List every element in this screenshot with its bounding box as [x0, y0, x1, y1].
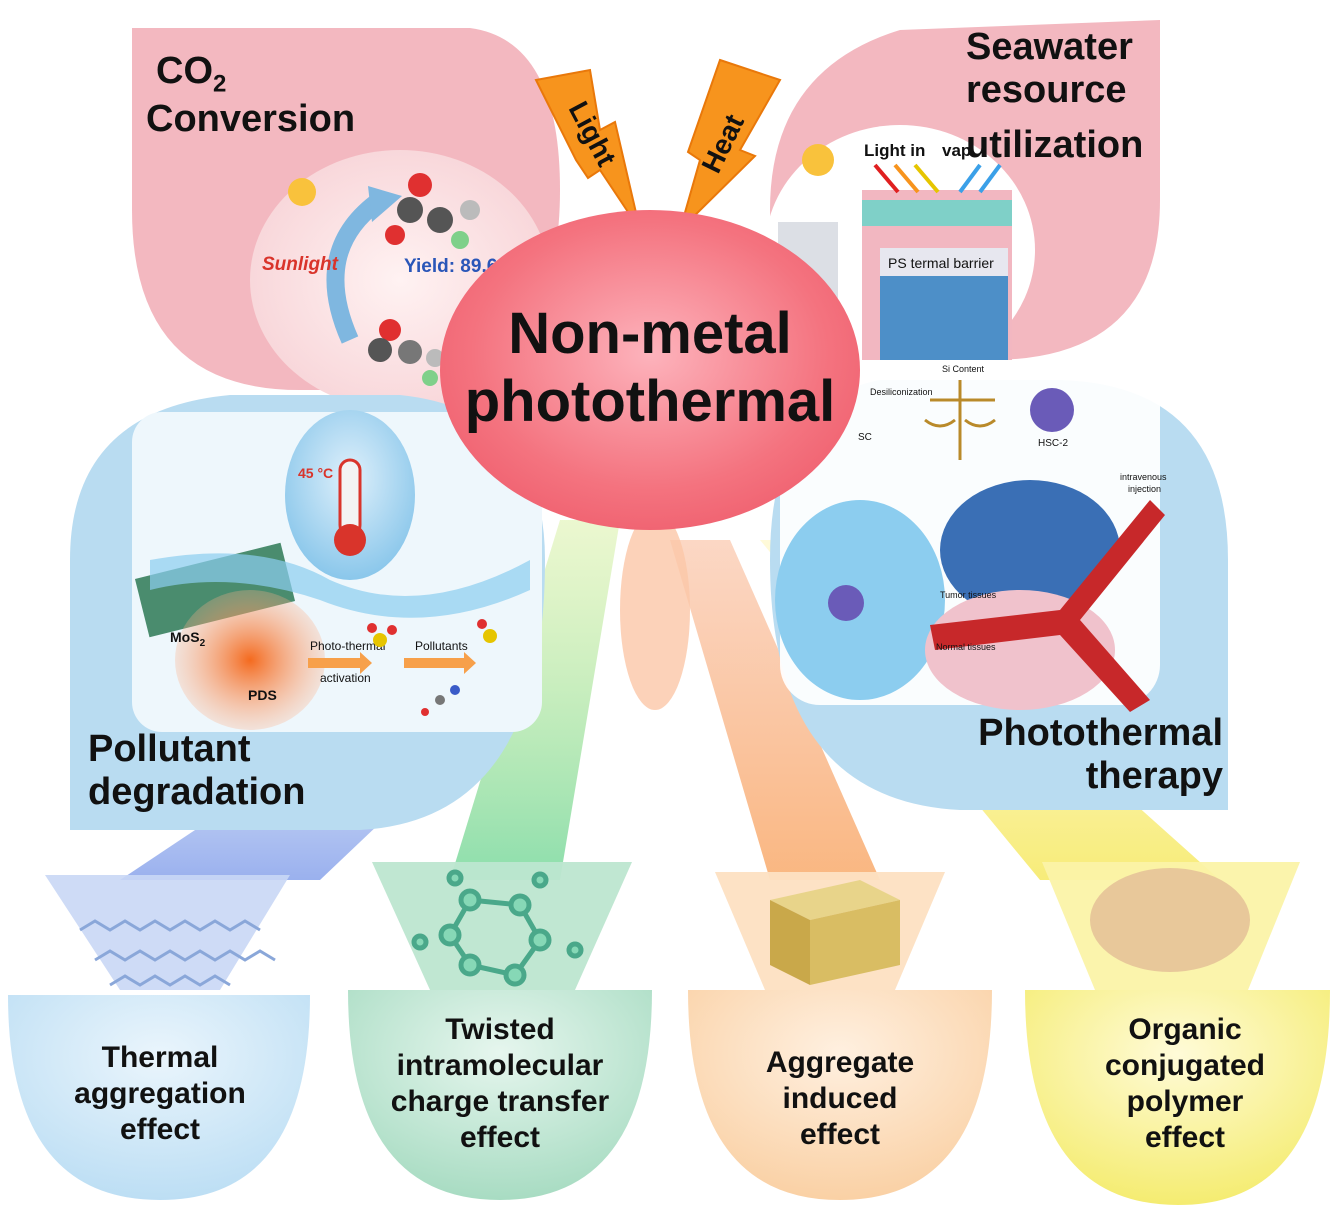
cup-blue — [8, 995, 310, 1200]
therapy-panel: Si Content Desiliconization SC HSC-2 Tum… — [770, 364, 1228, 810]
therapy-title: Photothermal therapy — [958, 712, 1223, 797]
light-in-label: Light in — [864, 141, 925, 160]
curved-arrow-head — [368, 186, 402, 222]
effect-label-line: Twisted — [445, 1013, 555, 1046]
sunlight-label: Sunlight — [262, 254, 339, 275]
nanoparticle-icon — [1030, 388, 1074, 432]
seawater-title-line3: utilization — [966, 124, 1144, 166]
hsc-label: HSC-2 — [1038, 438, 1068, 449]
seawater-title-line1: Seawater — [966, 26, 1133, 68]
molecule-icon — [385, 173, 480, 249]
pollutants-label: Pollutants — [415, 639, 468, 653]
therapy-title-line2: therapy — [1085, 754, 1223, 797]
water-body — [880, 276, 1008, 360]
arrows-icon — [308, 652, 476, 674]
seawater-title: Seawater resource — [966, 26, 1133, 111]
effect-label-line: intramolecular — [396, 1049, 604, 1082]
co2-title: CO2 Conversion — [146, 50, 355, 141]
pds-label: PDS — [248, 687, 277, 703]
pollutant-title: Pollutant degradation — [88, 728, 305, 813]
sun-icon — [802, 144, 834, 176]
effect-label-line: effect — [119, 1113, 201, 1146]
center-glow-tail — [620, 510, 690, 710]
effect-label-line: effect — [799, 1118, 881, 1151]
injection-label-2: injection — [1128, 484, 1161, 494]
effect-label-line: induced — [782, 1082, 898, 1115]
effect-tict — [348, 862, 652, 1200]
effect-label-line: polymer — [1126, 1085, 1244, 1118]
si-label: Si Content — [942, 364, 985, 374]
center-title-line2: photothermal — [464, 369, 836, 435]
effect-label-polymer: Organic conjugated polymer effect — [1055, 1012, 1315, 1156]
effect-label-line: conjugated — [1104, 1049, 1265, 1082]
center-circle — [440, 210, 860, 530]
effect-label-line: effect — [459, 1121, 541, 1154]
tumor-cluster — [940, 480, 1120, 620]
molecule-small-icon — [368, 319, 444, 386]
funnel-green — [372, 862, 632, 990]
cup-green — [348, 990, 652, 1200]
mesh-layer — [862, 200, 1012, 226]
activation-label-2: activation — [320, 671, 371, 685]
heat-arrow-icon — [677, 58, 782, 234]
effect-thermal-aggregation — [8, 875, 310, 1200]
effect-label-line: Organic — [1128, 1013, 1242, 1046]
pollutant-title-line1: Pollutant — [88, 728, 251, 770]
effect-label-line: Thermal — [101, 1041, 219, 1074]
yield-label: Yield: 89.6 — [404, 256, 497, 277]
effect-label-line: effect — [1144, 1121, 1226, 1154]
effect-label-line: charge transfer — [390, 1085, 610, 1118]
co2-title-sub: 2 — [213, 70, 227, 98]
injection-label-1: intravenous — [1120, 472, 1167, 482]
barrier-label: PS termal barrier — [888, 255, 994, 271]
light-arrows-icon — [873, 163, 1002, 194]
pollutant-panel: 45 °C MoS2 PDS Photo-thermal activation … — [70, 395, 545, 830]
vapor-label: vap — [942, 141, 971, 160]
water-wave — [150, 553, 530, 618]
tumor-label: Tumor tissues — [940, 590, 997, 600]
effect-aggregate-induced — [688, 872, 992, 1200]
ring-molecule-icon — [411, 869, 584, 987]
thermal-barrier — [880, 248, 1008, 276]
activation-label-1: Photo-thermal — [310, 639, 385, 653]
effect-organic-polymer — [1025, 862, 1330, 1205]
nanoparticle-small-icon — [828, 585, 864, 621]
sc-label: SC — [858, 432, 872, 443]
molecule-icon — [367, 619, 497, 716]
graphene-icon — [79, 919, 276, 987]
sun-icon — [288, 178, 316, 206]
effect-label-thermal: Thermal aggregation effect — [30, 1040, 290, 1148]
mos2-label: MoS2 — [170, 629, 206, 649]
pollutant-title-line2: degradation — [88, 770, 306, 813]
cube-lattice-icon — [770, 880, 900, 985]
co2-title-line2: Conversion — [146, 98, 356, 141]
co2-title-line1: CO — [156, 50, 213, 92]
curved-arrow-icon — [326, 192, 386, 344]
effect-label-line: aggregation — [74, 1077, 246, 1110]
normal-label: Normal tissues — [936, 642, 996, 652]
blood-vessel — [930, 500, 1165, 712]
center-title-line1: Non-metal — [508, 301, 792, 366]
cup-peach — [688, 990, 992, 1200]
cup-yellow — [1025, 990, 1330, 1205]
polymer-fiber-icon — [1090, 868, 1250, 972]
funnel-blue — [45, 875, 290, 990]
center-title: Non-metal photothermal — [440, 300, 860, 437]
beam-orange — [670, 540, 880, 880]
thermometer-bulb — [334, 524, 366, 556]
effect-label-tict: Twisted intramolecular charge transfer e… — [355, 1012, 645, 1156]
effect-label-line: Aggregate — [765, 1046, 915, 1079]
temp-label: 45 °C — [298, 465, 333, 481]
pds-blob — [175, 590, 325, 730]
balance-scale-icon — [924, 380, 996, 460]
therapy-title-line1: Photothermal — [978, 712, 1223, 754]
seawater-title-line2: resource — [966, 68, 1127, 111]
delim-label: Desiliconization — [870, 387, 933, 397]
thermometer-icon — [338, 458, 362, 537]
effect-label-aggregate: Aggregate induced effect — [710, 1045, 970, 1153]
